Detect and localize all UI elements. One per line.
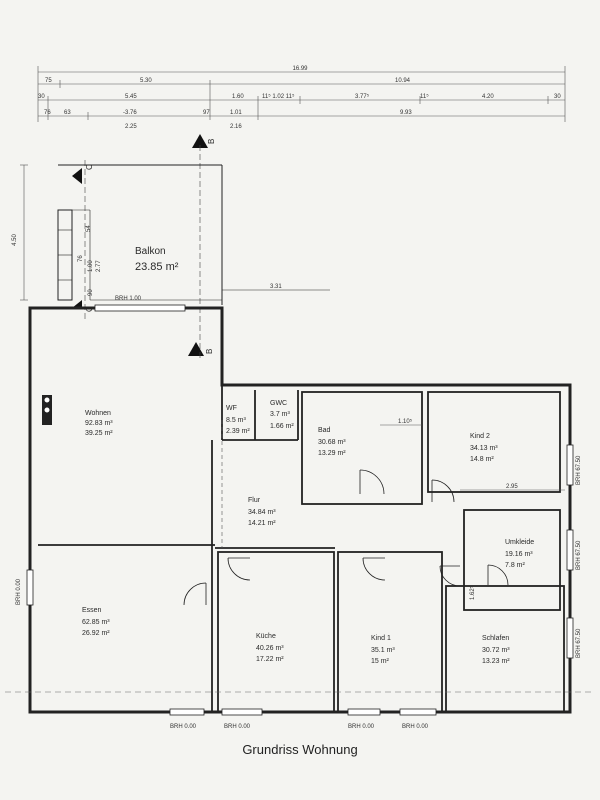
room-volume-essen: 62.85 m³ [82, 619, 110, 626]
dim-row3-f: 11⁵ [420, 93, 429, 100]
dim-row5-b: 2.16 [230, 124, 242, 130]
brh-bottom-2: BRH 0.00 [224, 724, 251, 730]
brh-left: BRH 0.00 [16, 578, 22, 605]
brh-right-3: BRH 67.50 [576, 628, 582, 658]
dim-total: 16.99 [292, 66, 308, 72]
room-area-umkleide: 7.8 m² [505, 562, 526, 569]
dim-v-100: 1.00 [88, 260, 94, 272]
room-area-schlafen: 13.23 m² [482, 658, 510, 665]
dim-row3-c: 1.60 [232, 94, 244, 100]
room-volume-wf: 8.5 m³ [226, 417, 247, 424]
dimension-chains [37, 66, 566, 122]
dim-row3-h: 30 [554, 94, 561, 100]
door-swings [183, 469, 509, 606]
svg-text:B: B [207, 139, 216, 144]
dim-row4-f: 9.93 [400, 110, 412, 116]
section-marker-b-top: B [192, 134, 216, 148]
room-area-gwc: 1.66 m² [270, 423, 294, 430]
room-name-kind1: Kind 1 [371, 635, 391, 642]
dim-row2-a: 75 [45, 78, 52, 84]
dim-v-76: 76 [78, 255, 84, 262]
dim-row4-d: 97 [203, 110, 210, 116]
room-volume-wohnen: 92.83 m³ [85, 420, 113, 427]
room-volume-gwc: 3.7 m³ [270, 411, 291, 418]
brh-right-1: BRH 67.50 [576, 455, 582, 485]
dim-v-54: 54 [86, 225, 92, 232]
dim-row4-c: -3.76 [123, 110, 137, 116]
dim-v-90: 90 [88, 289, 94, 296]
dim-side-450: 4.50 [12, 234, 18, 246]
room-name-umkleide: Umkleide [505, 539, 534, 546]
room-name-gwc: GWC [270, 400, 287, 407]
room-area-wf: 2.39 m² [226, 428, 250, 435]
section-marker-c-mid: C [72, 300, 94, 312]
dim-row3-g: 4.20 [482, 94, 494, 100]
room-volume-kind2: 34.13 m³ [470, 445, 498, 452]
room-area-balkon: 23.85 m² [135, 261, 179, 273]
dim-row4-a: 76 [44, 110, 51, 116]
room-area-kind2: 14.8 m² [470, 456, 494, 463]
room-name-kueche: Küche [256, 633, 276, 640]
room-area-flur: 14.21 m² [248, 520, 276, 527]
room-area-kind1: 15 m² [371, 658, 390, 665]
room-volume-schlafen: 30.72 m³ [482, 647, 510, 654]
dim-row2-b: 5.30 [140, 78, 152, 84]
room-name-essen: Essen [82, 607, 102, 614]
dim-295: 2.95 [506, 484, 518, 490]
room-name-balkon: Balkon [135, 246, 166, 257]
windows [26, 304, 574, 716]
dim-110: 1.10⁵ [398, 418, 413, 425]
dim-row3-a: 30 [38, 94, 45, 100]
room-name-kind2: Kind 2 [470, 433, 490, 440]
dim-331: 3.31 [270, 284, 282, 290]
dim-row3-b: 5.45 [125, 94, 137, 100]
dim-row3-d: 11⁵ 1.02 11⁵ [262, 93, 295, 100]
dim-row4-b: 63 [64, 110, 71, 116]
brh-bottom-4: BRH 0.00 [402, 724, 429, 730]
room-name-schlafen: Schlafen [482, 635, 509, 642]
room-volume-kind1: 35.1 m³ [371, 647, 395, 654]
room-area-bad: 13.29 m² [318, 450, 346, 457]
brh-bottom-3: BRH 0.00 [348, 724, 375, 730]
room-area-kueche: 17.22 m² [256, 656, 284, 663]
room-name-wohnen: Wohnen [85, 410, 111, 417]
plan-caption: Grundriss Wohnung [242, 742, 358, 757]
dim-v-277: 2.77 [96, 260, 102, 272]
section-marker-c-top: C [72, 164, 94, 184]
room-volume-bad: 30.68 m³ [318, 439, 346, 446]
room-volume-kueche: 40.26 m³ [256, 645, 284, 652]
side-dimension [20, 164, 28, 301]
room-name-flur: Flur [248, 497, 261, 504]
room-name-wf: WF [226, 405, 237, 412]
dim-162: 1.62⁵ [469, 585, 476, 600]
room-volume-umkleide: 19.16 m³ [505, 551, 533, 558]
svg-text:B: B [205, 349, 214, 354]
section-marker-b-mid: B [188, 342, 214, 356]
inner-walls [38, 385, 565, 713]
room-area-wohnen: 39.25 m² [85, 430, 113, 437]
room-name-bad: Bad [318, 427, 331, 434]
dim-row5-a: 2.25 [125, 124, 137, 130]
brh-right-2: BRH 67.50 [576, 540, 582, 570]
dim-row3-e: 3.77⁵ [355, 93, 370, 100]
room-area-essen: 26.92 m² [82, 630, 110, 637]
svg-text:C: C [85, 164, 94, 170]
dim-row4-e: 1.01 [230, 110, 242, 116]
balcony [57, 164, 330, 305]
brh-balcony: BRH 1.00 [115, 296, 142, 302]
stove-burner [43, 406, 51, 414]
dim-row2-c: 10.94 [395, 78, 411, 84]
room-volume-flur: 34.84 m³ [248, 509, 276, 516]
brh-bottom-1: BRH 0.00 [170, 724, 197, 730]
stove-burner [43, 396, 51, 404]
